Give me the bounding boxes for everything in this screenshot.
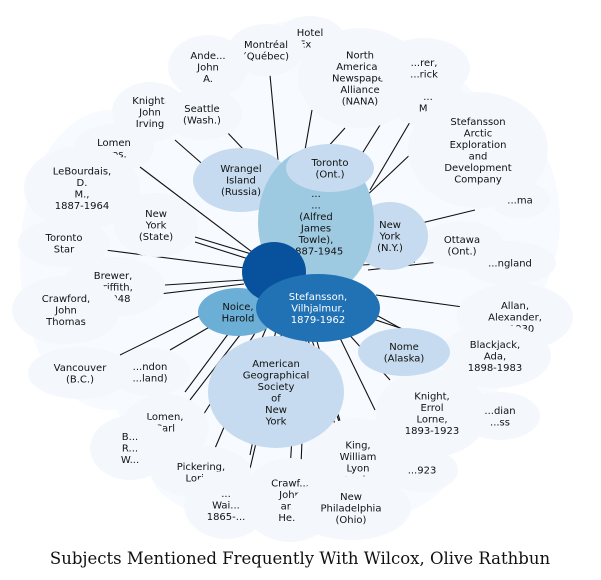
node-b-partial[interactable]: B...R...W...	[90, 416, 170, 480]
node-label: Noice,Harold	[222, 302, 255, 325]
node-bubble	[208, 336, 344, 448]
edge-line	[139, 166, 261, 259]
node-blackjack[interactable]: Blackjack,Ada,1898-1983	[439, 324, 551, 388]
node-label: Stefansson,Vilhjalmur,1879-1962	[289, 292, 347, 326]
edge-line	[304, 109, 313, 151]
edge-line	[339, 337, 376, 411]
node-bubble	[420, 221, 504, 269]
node-label: LeBourdais,D.M.,1887-1964	[53, 166, 111, 212]
node-bubble	[439, 324, 551, 388]
node-label: Nome(Alaska)	[384, 342, 425, 365]
node-bubble	[291, 476, 411, 540]
node-bubble	[90, 416, 170, 480]
edge-line	[104, 249, 246, 269]
node-bubble	[24, 146, 140, 230]
node-ma-partial[interactable]: ...ma	[490, 182, 550, 218]
node-bubble	[376, 369, 488, 457]
node-label: ...rer,...rick	[410, 58, 438, 81]
node-bubble	[18, 219, 110, 267]
edge-line	[375, 294, 471, 309]
node-label: Montréal(Québec)	[243, 39, 289, 63]
node-bubble	[28, 347, 132, 399]
node-bubble	[12, 276, 120, 344]
node-vancouver[interactable]: Vancouver(B.C.)	[28, 347, 132, 399]
node-bubble	[460, 392, 540, 440]
edge-line	[361, 149, 416, 201]
node-n1923[interactable]: ...923	[386, 448, 458, 492]
node-label: Toronto(Ont.)	[311, 158, 349, 181]
edge-line	[164, 279, 245, 286]
edge-line	[194, 236, 259, 257]
node-canadian[interactable]: ...dian...ss	[460, 392, 540, 440]
node-label: Blackjack,Ada,1898-1983	[468, 340, 523, 374]
node-bubble	[162, 88, 242, 140]
node-toronto-ont[interactable]: Toronto(Ont.)	[286, 144, 374, 192]
node-label: Seattle(Wash.)	[183, 104, 221, 127]
node-label: ...923	[408, 466, 437, 477]
node-bubble	[110, 348, 190, 396]
diagram-caption: Subjects Mentioned Frequently With Wilco…	[50, 549, 551, 568]
node-bubble	[408, 92, 548, 208]
node-leboudais[interactable]: LeBourdais,D.M.,1887-1964	[24, 146, 140, 230]
node-bubble	[114, 193, 198, 257]
node-stefansson[interactable]: Stefansson,Vilhjalmur,1879-1962	[256, 274, 380, 342]
node-london[interactable]: ...ndon...land)	[110, 348, 190, 396]
node-bubble	[490, 182, 550, 218]
node-bubble	[358, 328, 450, 376]
node-ottawa[interactable]: Ottawa(Ont.)	[420, 221, 504, 269]
edge-line	[269, 74, 279, 161]
node-label: Vancouver(B.C.)	[54, 363, 108, 386]
node-nome[interactable]: Nome(Alaska)	[358, 328, 450, 376]
node-seattle[interactable]: Seattle(Wash.)	[162, 88, 242, 140]
node-bubble	[386, 448, 458, 492]
node-bubble	[256, 274, 380, 342]
node-label: ...M...	[419, 92, 437, 115]
node-label: B...R...W...	[121, 432, 139, 466]
node-label: ...ma	[507, 196, 532, 207]
node-label: Ottawa(Ont.)	[444, 235, 480, 257]
node-bubble	[168, 35, 248, 99]
node-label: ...Wai...1865-...	[207, 489, 246, 523]
node-bubble	[286, 144, 374, 192]
node-label: ...ngland	[488, 259, 532, 270]
node-label: ...ndon...land)	[132, 362, 167, 385]
node-label: ...dian...ss	[484, 406, 515, 429]
